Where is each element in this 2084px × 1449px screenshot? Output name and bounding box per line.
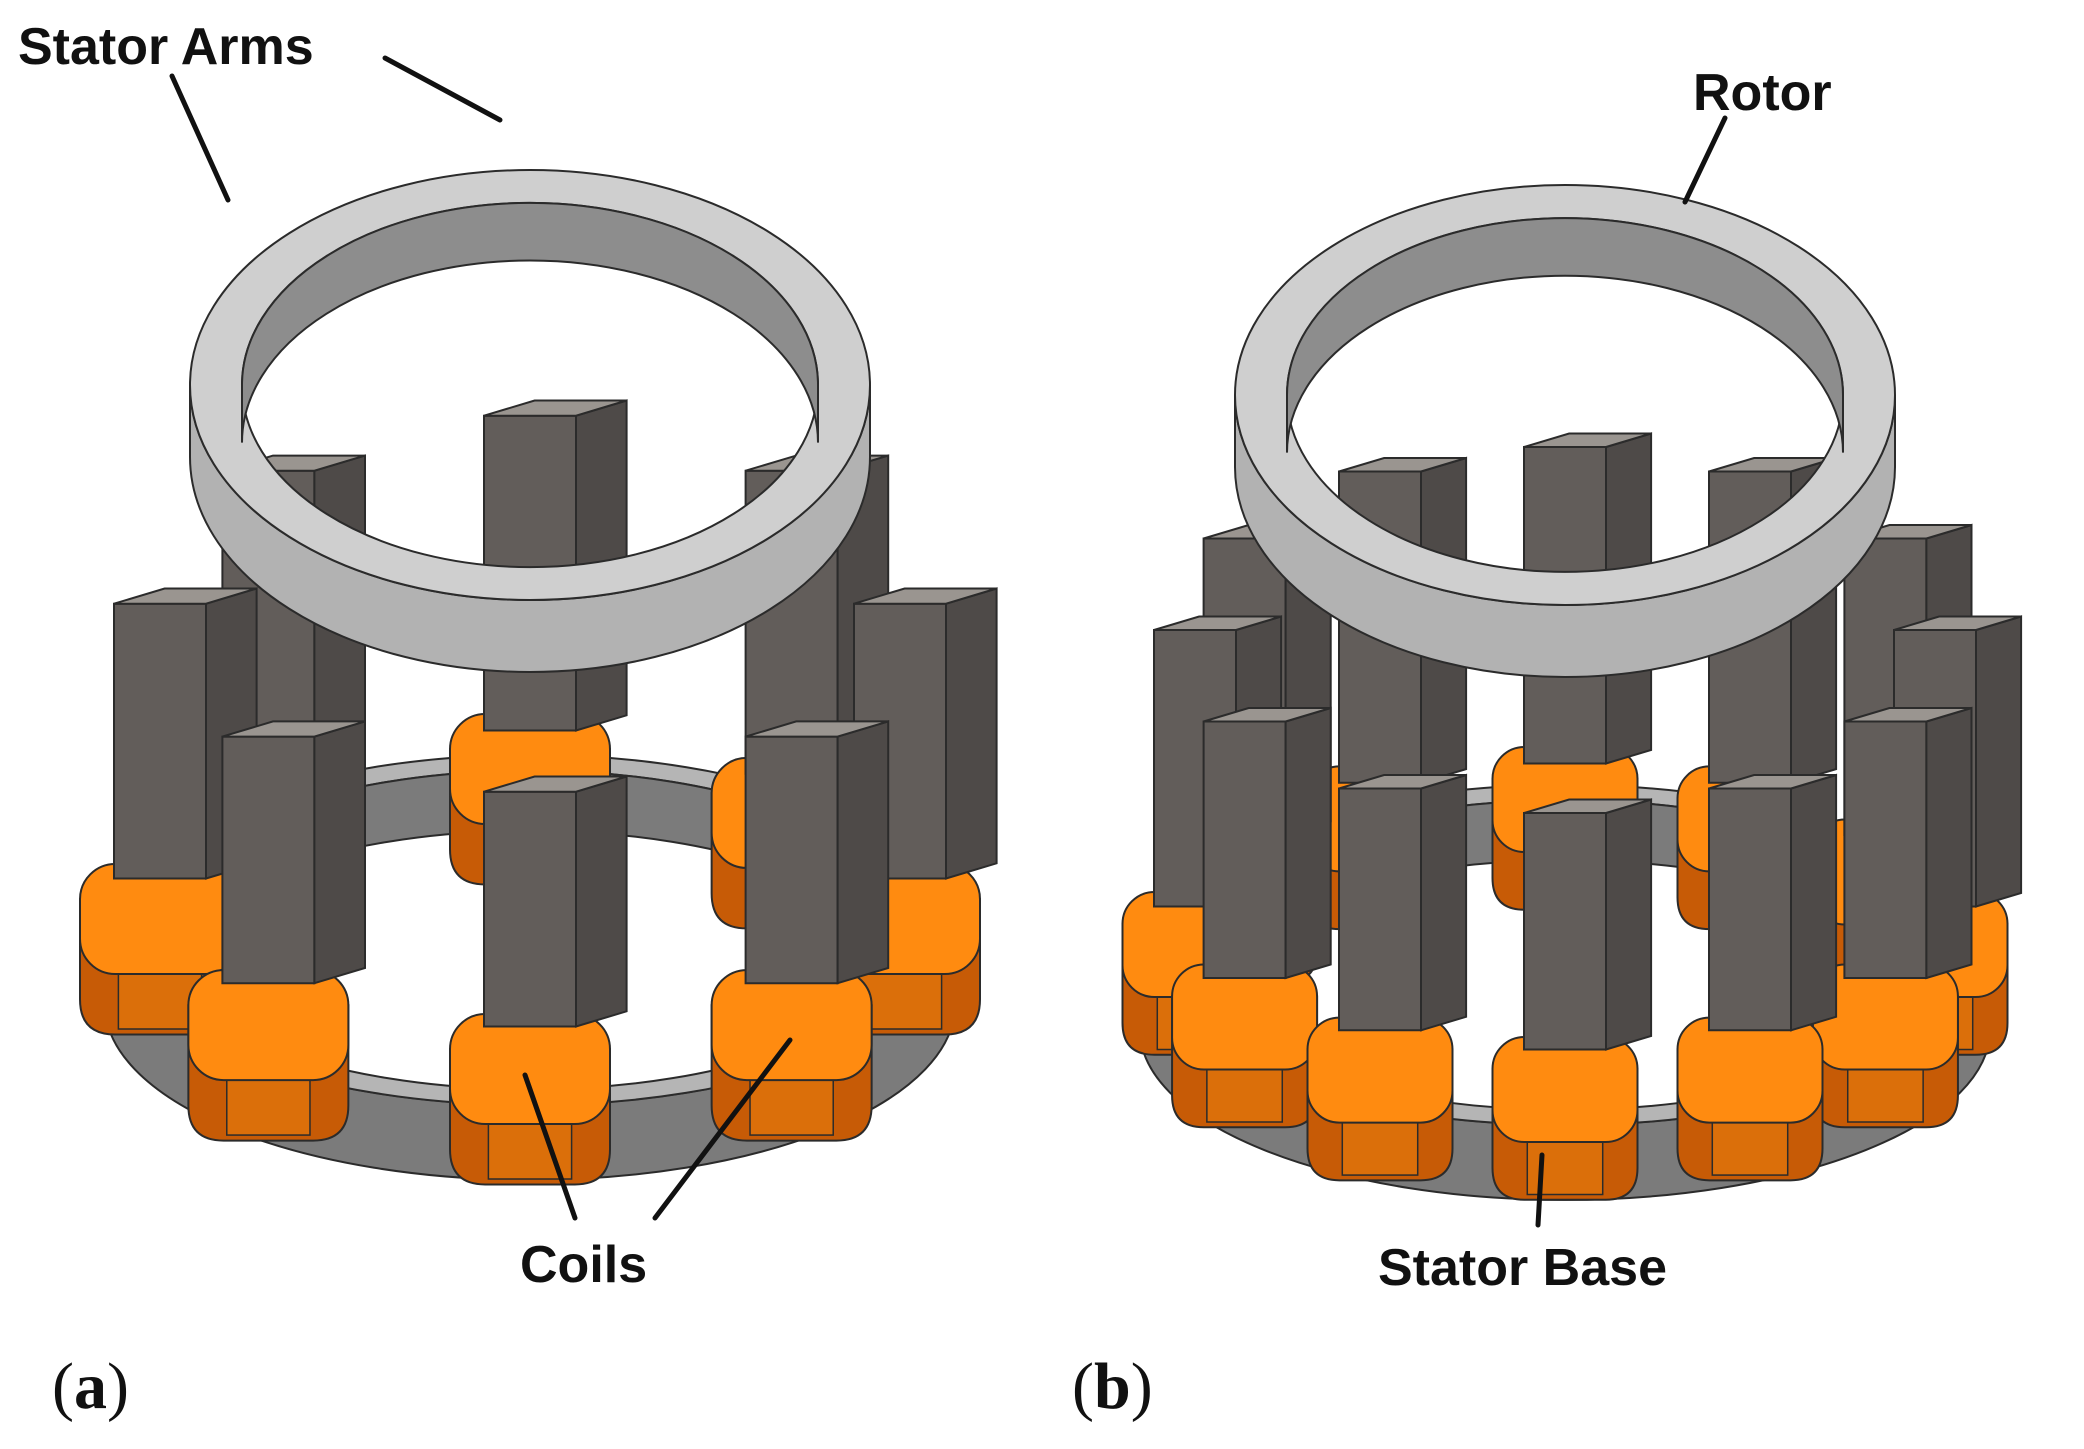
a-coil-3-top [710, 969, 873, 1082]
leader-stator-base [1535, 1152, 1545, 1228]
label-coils: Coils [520, 1236, 647, 1294]
leader-stator-arms-2 [169, 73, 231, 203]
leader-lines [169, 55, 1728, 1228]
b-stator-arm-3-top [1893, 615, 2022, 631]
leader-coils-1 [522, 1072, 578, 1221]
b-rotor-inner-wall [1286, 217, 1844, 453]
a-stator-arm-2-top [853, 587, 997, 605]
b-stator-arm-4-side [1925, 706, 1973, 980]
a-coil-5-top [187, 969, 350, 1082]
a-rotor-inner-wall [241, 201, 819, 443]
b-stator-arm-6-top [1523, 798, 1652, 814]
b-stator-arm-0-top [1523, 432, 1652, 448]
b-coil-8-top [1171, 963, 1319, 1071]
b-stator-arm-8-front [1202, 720, 1287, 979]
b-stator-arm-5-side [1790, 773, 1838, 1032]
a-stator-arm-4-front [483, 790, 577, 1028]
a-stator-arm-2-side [945, 587, 998, 880]
b-stator-arm-7-top [1338, 774, 1467, 790]
panel-label-b: (b) [1072, 1350, 1153, 1423]
a-coil-6-top [79, 863, 241, 975]
b-stator-arm-7-side [1420, 773, 1468, 1032]
a-stator-arm-4-top [483, 775, 627, 793]
label-rotor: Rotor [1693, 64, 1832, 122]
a-stator-arm-4-side [575, 775, 628, 1028]
panel-a-close: ) [107, 1350, 129, 1423]
b-stator-arm-8-side [1284, 706, 1332, 980]
label-stator-arms: Stator Arms [18, 18, 314, 76]
leader-coils-2 [652, 1037, 793, 1221]
a-stator-arm-5-side [313, 720, 366, 985]
leader-stator-arms-1 [382, 55, 503, 123]
b-stator-arm-8-top [1203, 707, 1331, 723]
b-stator-arm-4-top [1844, 707, 1972, 723]
b-coil-6-top [1491, 1036, 1639, 1143]
b-stator-arm-5-top [1708, 774, 1837, 790]
panel-b-letter: b [1094, 1350, 1131, 1423]
a-stator-arm-6-front [113, 602, 207, 880]
a-stator-arm-3-front [744, 735, 839, 985]
a-stator-arm-0-top [483, 399, 627, 417]
b-stator-arm-5-front [1708, 787, 1792, 1032]
a-coil-4-top [449, 1013, 611, 1125]
motor-model-a [79, 169, 998, 1186]
a-stator-arm-5-front [221, 735, 316, 985]
leader-rotor [1682, 115, 1728, 205]
b-stator-arm-9-top [1153, 615, 1282, 631]
motor-model-b [1121, 184, 2023, 1201]
b-stator-arm-6-side [1605, 798, 1653, 1051]
a-stator-arm-3-top [745, 720, 889, 738]
panel-a-open: ( [52, 1350, 74, 1423]
label-stator-base: Stator Base [1378, 1239, 1667, 1297]
b-coil-7-top [1306, 1016, 1454, 1124]
panel-b-open: ( [1072, 1350, 1094, 1423]
panel-b-close: ) [1131, 1350, 1153, 1423]
a-stator-arm-3-side [836, 720, 890, 985]
b-stator-arm-7-front [1338, 787, 1422, 1032]
panel-a-letter: a [74, 1350, 107, 1423]
panel-label-a: (a) [52, 1350, 129, 1423]
b-coil-5-top [1676, 1016, 1824, 1124]
a-stator-arm-5-top [222, 720, 366, 738]
b-stator-arm-4-front [1843, 720, 1928, 979]
b-stator-arm-6-front [1523, 812, 1607, 1051]
b-stator-arm-3-side [1975, 615, 2023, 908]
a-stator-arm-6-top [113, 587, 257, 605]
b-stator-arm-11-top [1338, 457, 1467, 473]
